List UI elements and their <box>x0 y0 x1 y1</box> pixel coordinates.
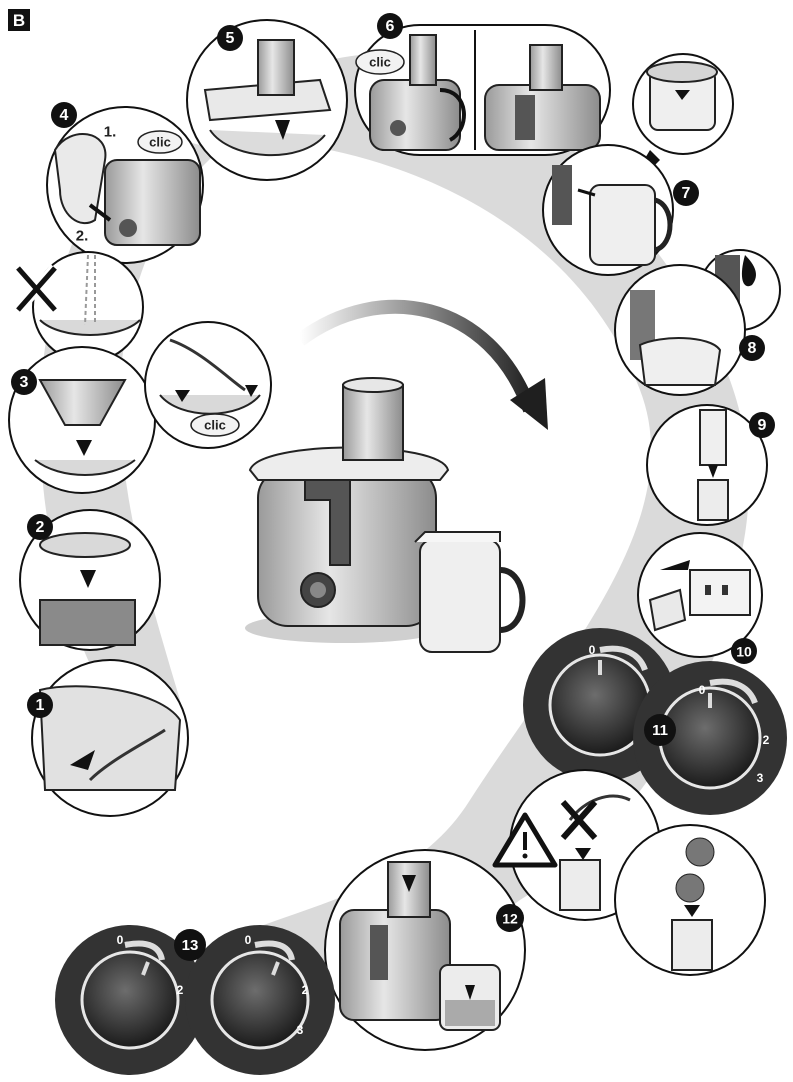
step-badge-8 <box>739 335 765 361</box>
plug-arrow-icon <box>660 560 690 570</box>
forbidden-panel <box>13 251 144 363</box>
step-number-5: 5 <box>226 30 235 47</box>
dial-c-zero: 0 <box>117 933 124 947</box>
step-4-panel: clic 1. 2. 4 <box>46 102 204 264</box>
step-number-6: 6 <box>386 18 395 35</box>
step-badge-6 <box>377 13 403 39</box>
dial-b-two: 2 <box>763 733 770 747</box>
dial-d-two: 2 <box>302 983 309 997</box>
step-6-panel: clic 6 <box>354 13 611 156</box>
step-10-panel: 10 <box>637 532 763 664</box>
substep-1-label: 1. <box>104 124 117 141</box>
central-juicer <box>245 299 548 653</box>
warning-icon <box>492 812 558 868</box>
step-9-panel: 9 <box>646 404 775 526</box>
step-badge-4 <box>51 102 77 128</box>
step-badge-3 <box>11 369 37 395</box>
dial-d-three: 3 <box>297 1023 304 1037</box>
water-drop-icon <box>741 255 756 287</box>
step-badge-2 <box>27 514 53 540</box>
forbidden-cross-icon <box>560 800 598 840</box>
step-badge-7 <box>673 180 699 206</box>
rotation-arrow-icon <box>510 378 548 430</box>
step-number-7: 7 <box>682 185 691 202</box>
step-number-13: 13 <box>182 937 199 954</box>
step-number-1: 1 <box>36 697 45 714</box>
step-12-panel: 12 <box>324 849 526 1051</box>
forbidden-cross-icon <box>13 264 60 314</box>
step-badge-11 <box>644 714 676 746</box>
step-badge-10 <box>731 638 757 664</box>
step-3b-panel: clic <box>144 321 272 449</box>
clic-label-step3b: clic <box>204 418 226 433</box>
step-5-panel: 5 <box>186 19 348 181</box>
step-8-panel: 8 <box>614 249 781 396</box>
dial-c <box>80 950 180 1050</box>
step-7-panel: 7 <box>542 53 734 276</box>
clic-label-step4: clic <box>149 135 171 150</box>
step-number-4: 4 <box>60 107 69 124</box>
step-3-panel: 3 <box>8 346 156 494</box>
dial-a-zero: 0 <box>589 643 596 657</box>
step-badge-5 <box>217 25 243 51</box>
step-badge-9 <box>749 412 775 438</box>
dial-b-zero: 0 <box>699 683 706 697</box>
step-number-11: 11 <box>652 722 668 739</box>
step-1-panel: 1 <box>27 659 189 817</box>
section-label-text: B <box>13 11 25 30</box>
step-number-3: 3 <box>20 374 29 391</box>
step-number-9: 9 <box>758 417 767 434</box>
step-badge-13 <box>174 929 206 961</box>
clic-label-step6: clic <box>369 55 391 70</box>
step-number-12: 12 <box>502 911 518 927</box>
step-number-8: 8 <box>748 340 757 357</box>
dial-c-two: 2 <box>177 983 184 997</box>
step-number-10: 10 <box>736 644 752 660</box>
step-2-panel: 2 <box>19 509 161 651</box>
dial-b-three: 3 <box>757 771 764 785</box>
fruit-feeding-panel <box>614 824 766 976</box>
substep-2-label: 2. <box>76 228 89 245</box>
dial-d <box>210 950 310 1050</box>
section-label: B <box>8 9 30 31</box>
step-13-panel: 0 2 0 2 3 13 <box>55 925 335 1075</box>
dial-d-zero: 0 <box>245 933 252 947</box>
step-number-2: 2 <box>36 519 45 536</box>
step-badge-12 <box>496 904 524 932</box>
step-badge-1 <box>27 692 53 718</box>
step-11-panel: 0 2 0 2 3 11 <box>523 628 787 815</box>
